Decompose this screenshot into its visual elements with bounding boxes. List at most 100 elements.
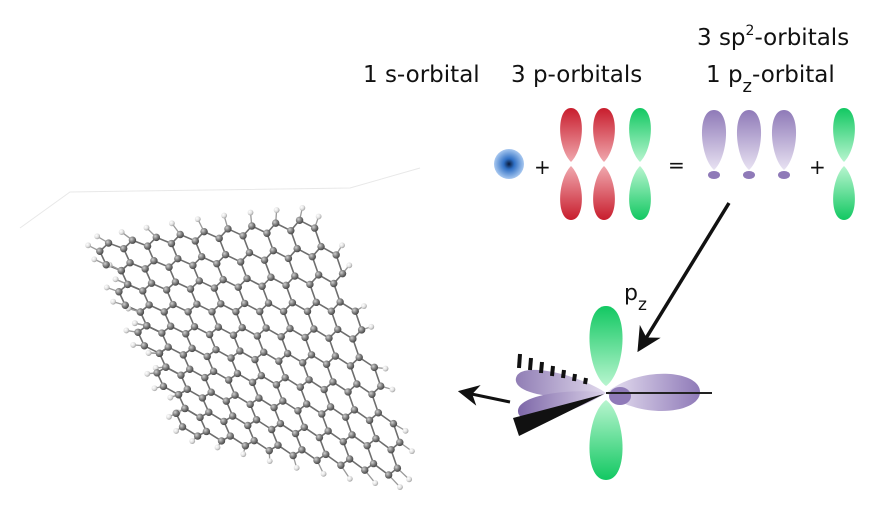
carbon-atom (246, 400, 254, 409)
carbon-atom (275, 357, 283, 365)
carbon-atom (257, 371, 266, 380)
pz-axis-sub: z (638, 295, 647, 315)
carbon-atom (357, 326, 366, 334)
carbon-atom (348, 431, 356, 439)
carbon-atom (327, 307, 336, 315)
carbon-atom (205, 408, 213, 416)
carbon-atom (291, 429, 300, 438)
carbon-atom (353, 380, 361, 388)
hydrogen-atom (112, 276, 119, 283)
hydrogen-atom (293, 464, 300, 471)
carbon-atom (329, 378, 337, 386)
carbon-atom (174, 254, 182, 263)
carbon-atom (307, 351, 316, 359)
carbon-atom (338, 269, 347, 278)
hydrogen-atom (214, 444, 221, 451)
carbon-atom (361, 466, 369, 474)
carbon-atom (326, 403, 335, 411)
p-orbital-green (629, 108, 651, 220)
carbon-atom (200, 227, 208, 236)
carbon-atom (318, 410, 326, 418)
hydrogen-atom (85, 242, 92, 249)
carbon-atom (310, 224, 319, 232)
carbon-atom (234, 283, 242, 291)
carbon-atom (282, 281, 290, 290)
carbon-atom (158, 329, 166, 337)
carbon-atom (248, 222, 256, 230)
hydrogen-atom (406, 476, 413, 483)
carbon-atom (260, 256, 269, 264)
carbon-atom (102, 261, 110, 269)
carbon-atom (372, 434, 380, 443)
carbon-atom (121, 301, 129, 309)
hydrogen-atom (368, 323, 375, 330)
carbon-atom (269, 246, 278, 255)
hydrogen-atom (315, 213, 322, 220)
carbon-atom (339, 437, 347, 446)
carbon-atom (145, 301, 153, 309)
carbon-atom (306, 280, 314, 289)
carbon-atom (302, 400, 311, 408)
carbon-atom (174, 390, 183, 399)
hybrid-orbital-icon (513, 306, 712, 480)
carbon-atom (287, 226, 295, 235)
carbon-atom (267, 273, 275, 281)
carbon-atom (189, 261, 197, 270)
carbon-atom (384, 471, 393, 479)
hydrogen-atom (346, 262, 353, 269)
carbon-atom (270, 403, 278, 412)
carbon-atom (251, 355, 259, 364)
hydrogen-atom (110, 298, 117, 305)
carbon-atom (233, 369, 242, 378)
carbon-atom (96, 247, 104, 255)
hydrogen-atom (145, 350, 152, 356)
sp2-orbital-1 (701, 110, 727, 179)
carbon-atom (265, 446, 273, 455)
carbon-atom (239, 232, 247, 240)
carbon-atom (262, 324, 270, 332)
hydrogen-atom (194, 216, 201, 223)
hydrogen-atom (151, 385, 158, 392)
carbon-atom (182, 330, 190, 338)
carbon-atom (195, 277, 203, 285)
carbon-atom (188, 344, 196, 353)
carbon-atom (376, 382, 385, 390)
carbon-atom (260, 348, 268, 356)
carbon-atom (219, 275, 227, 284)
hydrogen-atom (144, 370, 151, 377)
carbon-atom (344, 388, 352, 396)
carbon-atom (150, 256, 158, 265)
carbon-atom (183, 385, 192, 393)
carbon-atom (207, 388, 215, 396)
sp2-orbitals-label: 3 sp2-orbitals (697, 23, 849, 51)
carbon-atom (296, 383, 305, 391)
carbon-atom (286, 324, 294, 333)
carbon-atom (185, 365, 194, 373)
carbon-atom (115, 288, 123, 296)
carbon-atom (255, 394, 263, 402)
carbon-atom (126, 259, 134, 267)
plus-sign: + (534, 155, 551, 179)
hydrogen-atom (273, 207, 280, 214)
hydrogen-atom (168, 220, 175, 227)
carbon-atom (288, 298, 297, 307)
carbon-atom (231, 391, 239, 399)
carbon-atom (166, 322, 175, 330)
equals-sign: = (668, 153, 685, 177)
pz-subscript: z (743, 76, 752, 97)
carbon-atom (191, 237, 200, 245)
carbon-atom (267, 425, 276, 434)
carbon-atom (294, 407, 302, 415)
hydrogen-atom (240, 451, 247, 458)
carbon-atom (389, 419, 398, 428)
arrow-icon (637, 202, 731, 353)
carbon-atom (193, 300, 201, 308)
carbon-atom (368, 390, 376, 399)
carbon-atom (215, 234, 223, 243)
carbon-atom (221, 250, 230, 259)
carbon-atom (243, 274, 251, 283)
carbon-atom (396, 438, 404, 447)
carbon-atom (160, 308, 168, 316)
sp2-suffix: -orbitals (754, 25, 849, 51)
carbon-atom (212, 345, 220, 354)
